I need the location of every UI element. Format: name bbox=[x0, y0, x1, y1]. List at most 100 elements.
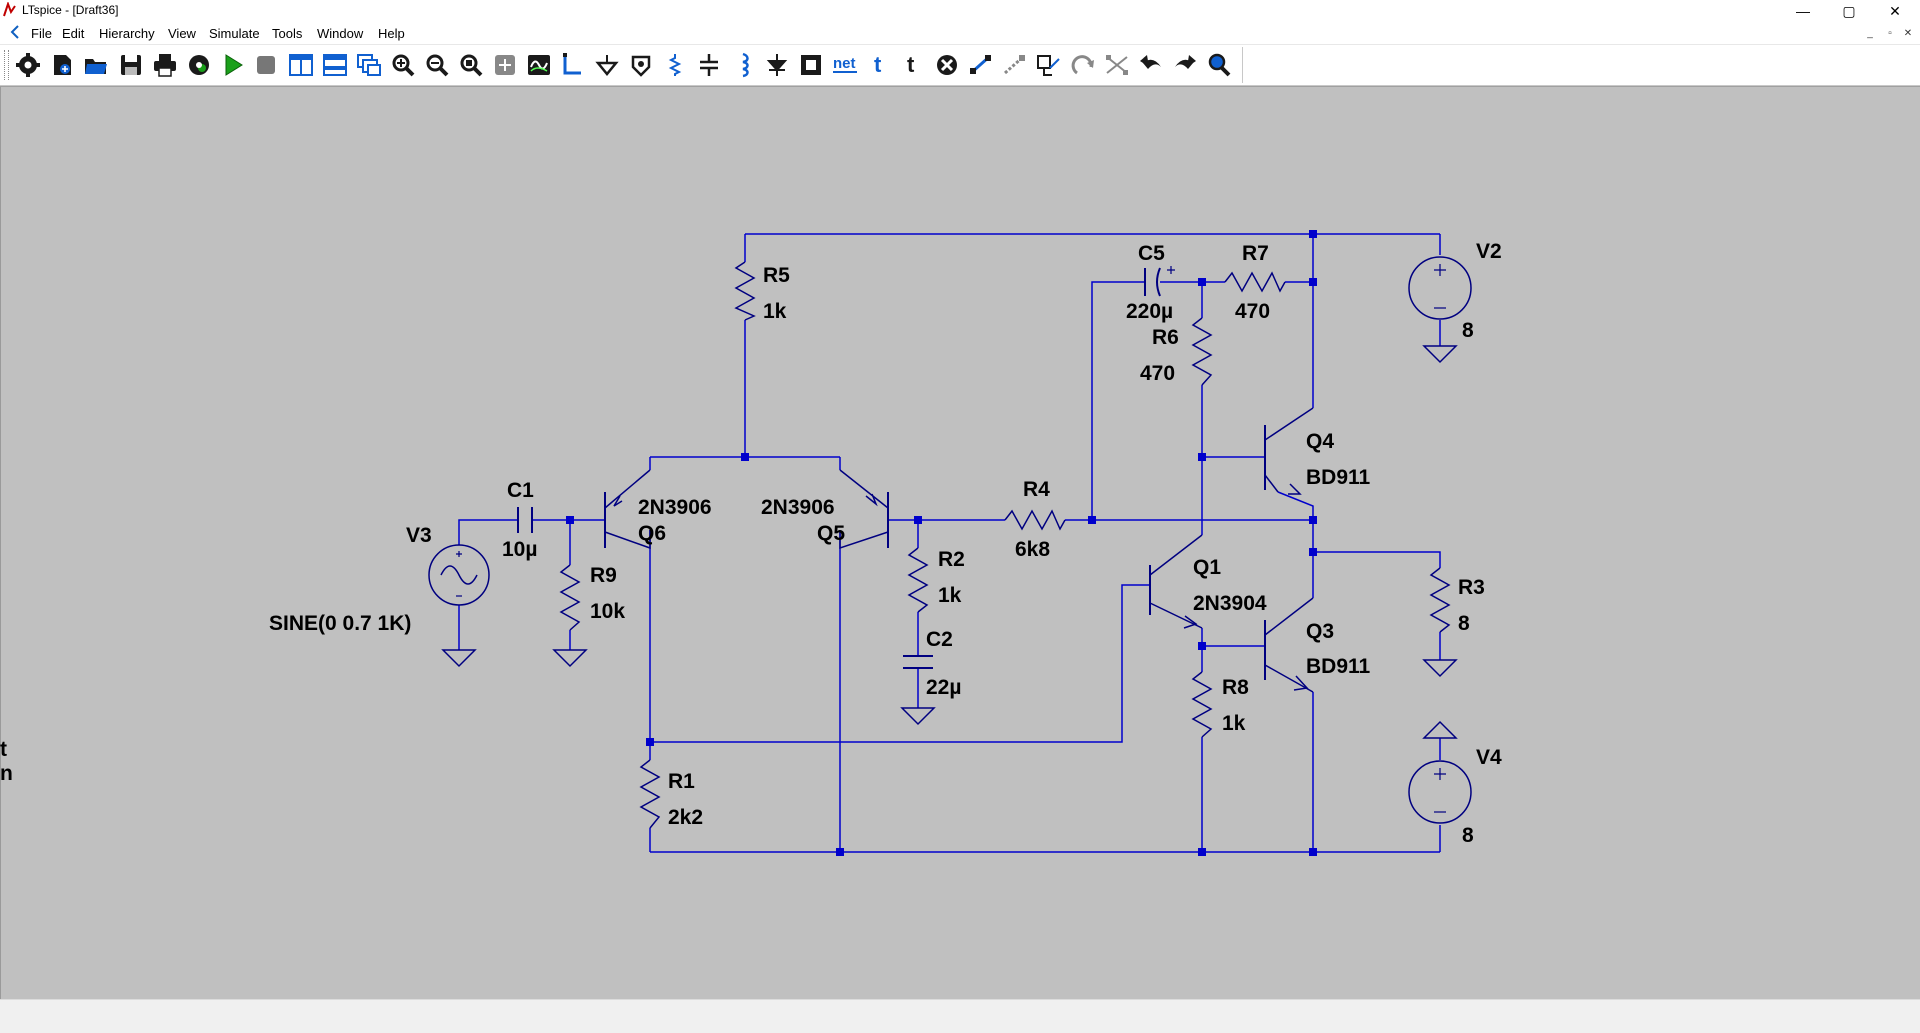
q5-value[interactable]: 2N3906 bbox=[761, 496, 835, 519]
menu-file[interactable]: File bbox=[31, 26, 52, 41]
c5-value[interactable]: 220µ bbox=[1126, 300, 1173, 323]
r8-value[interactable]: 1k bbox=[1222, 712, 1246, 735]
c5-ref[interactable]: C5 bbox=[1138, 242, 1165, 265]
mirror-icon[interactable] bbox=[1106, 55, 1128, 75]
spice-directive-icon[interactable]: t bbox=[907, 52, 915, 77]
r2-ref[interactable]: R2 bbox=[938, 548, 965, 571]
redo-icon[interactable] bbox=[1175, 55, 1196, 69]
wire-c5-feedback[interactable] bbox=[1091, 281, 1145, 520]
r4-value[interactable]: 6k8 bbox=[1015, 538, 1050, 561]
component-icon[interactable] bbox=[801, 55, 821, 75]
new-schematic-icon[interactable] bbox=[54, 55, 71, 75]
c1-value[interactable]: 10µ bbox=[502, 538, 537, 561]
v2-symbol[interactable] bbox=[1408, 256, 1472, 320]
edge-text-2[interactable]: n bbox=[0, 762, 13, 785]
text-icon[interactable]: t bbox=[874, 52, 882, 77]
v4-value[interactable]: 8 bbox=[1462, 824, 1474, 847]
v3-symbol[interactable] bbox=[428, 544, 490, 606]
wire-out-to-r3[interactable] bbox=[1313, 551, 1441, 568]
wire-v3-to-c1[interactable] bbox=[458, 519, 518, 545]
q4-ref[interactable]: Q4 bbox=[1306, 430, 1334, 453]
r1-value[interactable]: 2k2 bbox=[668, 806, 703, 829]
edge-text-1[interactable]: t bbox=[0, 738, 7, 761]
r7-value[interactable]: 470 bbox=[1235, 300, 1270, 323]
r2-value[interactable]: 1k bbox=[938, 584, 962, 607]
zoom-in-icon[interactable] bbox=[392, 54, 415, 77]
c2-ref[interactable]: C2 bbox=[926, 628, 953, 651]
zoom-fit-icon[interactable] bbox=[460, 54, 483, 77]
r9-ref[interactable]: R9 bbox=[590, 564, 617, 587]
maximize-button[interactable]: ▢ bbox=[1842, 3, 1856, 19]
resistor-icon[interactable] bbox=[668, 54, 682, 76]
r7-ref[interactable]: R7 bbox=[1242, 242, 1269, 265]
mdi-restore-button[interactable]: ▫ bbox=[1888, 28, 1892, 39]
ground-icon[interactable] bbox=[595, 55, 619, 76]
r8-symbol[interactable] bbox=[1191, 671, 1213, 738]
drag-icon[interactable] bbox=[1037, 55, 1060, 76]
r1-ref[interactable]: R1 bbox=[668, 770, 695, 793]
minimize-button[interactable]: — bbox=[1796, 3, 1810, 19]
v4-symbol[interactable] bbox=[1408, 760, 1472, 824]
draw-wire-icon[interactable] bbox=[563, 53, 581, 75]
toolbar-grip[interactable] bbox=[4, 50, 9, 80]
r6-ref[interactable]: R6 bbox=[1152, 326, 1179, 349]
menu-simulate[interactable]: Simulate bbox=[209, 26, 260, 41]
q3-ref[interactable]: Q3 bbox=[1306, 620, 1334, 643]
wire-q1-emitter-node[interactable] bbox=[1201, 628, 1265, 647]
r2-symbol[interactable] bbox=[907, 547, 929, 613]
rotate-icon[interactable] bbox=[1071, 55, 1094, 75]
diode-icon[interactable] bbox=[766, 54, 788, 76]
pan-icon[interactable] bbox=[495, 55, 515, 75]
inductor-icon[interactable] bbox=[742, 52, 749, 78]
open-folder-icon[interactable] bbox=[85, 59, 107, 74]
r9-value[interactable]: 10k bbox=[590, 600, 625, 623]
r3-ref[interactable]: R3 bbox=[1458, 576, 1485, 599]
r9-symbol[interactable] bbox=[559, 564, 581, 631]
q3-value[interactable]: BD911 bbox=[1306, 655, 1371, 678]
print-icon[interactable] bbox=[154, 54, 176, 77]
waveform-icon[interactable] bbox=[528, 55, 550, 75]
duplicate-icon[interactable] bbox=[970, 55, 991, 75]
v4-ref[interactable]: V4 bbox=[1476, 746, 1502, 769]
c2-value[interactable]: 22µ bbox=[926, 676, 961, 699]
q6-value[interactable]: 2N3906 bbox=[638, 496, 712, 519]
capacitor-icon[interactable] bbox=[700, 54, 718, 76]
r7-symbol[interactable] bbox=[1224, 271, 1286, 293]
q4-symbol[interactable] bbox=[1264, 407, 1314, 495]
label-net-icon[interactable] bbox=[631, 55, 651, 77]
save-icon[interactable] bbox=[121, 55, 141, 75]
v3-ref[interactable]: V3 bbox=[406, 524, 432, 547]
zoom-out-icon[interactable] bbox=[426, 54, 449, 77]
r6-symbol[interactable] bbox=[1191, 317, 1213, 386]
q1-symbol[interactable] bbox=[1149, 534, 1203, 629]
q1-value[interactable]: 2N3904 bbox=[1193, 592, 1267, 615]
r3-symbol[interactable] bbox=[1429, 567, 1451, 633]
c5-symbol[interactable] bbox=[1144, 266, 1175, 297]
c2-symbol[interactable] bbox=[903, 655, 933, 669]
close-button[interactable]: ✕ bbox=[1889, 3, 1901, 19]
schematic-canvas[interactable] bbox=[0, 86, 1920, 999]
r5-symbol[interactable] bbox=[734, 261, 756, 321]
v2-ref[interactable]: V2 bbox=[1476, 240, 1502, 263]
r4-ref[interactable]: R4 bbox=[1023, 478, 1050, 501]
r4-symbol[interactable] bbox=[1004, 509, 1066, 531]
r1-symbol[interactable] bbox=[639, 759, 661, 829]
wire-q4-emitter-out[interactable] bbox=[1277, 491, 1314, 520]
wire-q6c-to-q1base[interactable] bbox=[650, 584, 1150, 743]
gear-icon[interactable] bbox=[16, 53, 40, 77]
r3-value[interactable]: 8 bbox=[1458, 612, 1470, 635]
net-name-icon[interactable]: net bbox=[833, 55, 857, 73]
undo-icon[interactable] bbox=[1140, 55, 1161, 69]
q3-symbol[interactable] bbox=[1264, 597, 1314, 693]
cascade-icon[interactable] bbox=[357, 54, 381, 76]
q1-ref[interactable]: Q1 bbox=[1193, 556, 1221, 579]
mdi-close-button[interactable]: ✕ bbox=[1903, 28, 1913, 39]
q6-symbol[interactable] bbox=[604, 469, 651, 550]
mdi-minimize-button[interactable]: _ bbox=[1867, 28, 1873, 39]
menu-help[interactable]: Help bbox=[378, 26, 405, 41]
delete-icon[interactable] bbox=[937, 55, 957, 75]
control-panel-icon[interactable] bbox=[189, 55, 209, 75]
menu-hierarchy[interactable]: Hierarchy bbox=[99, 26, 155, 41]
q4-value[interactable]: BD911 bbox=[1306, 466, 1371, 489]
r5-value[interactable]: 1k bbox=[763, 300, 787, 323]
